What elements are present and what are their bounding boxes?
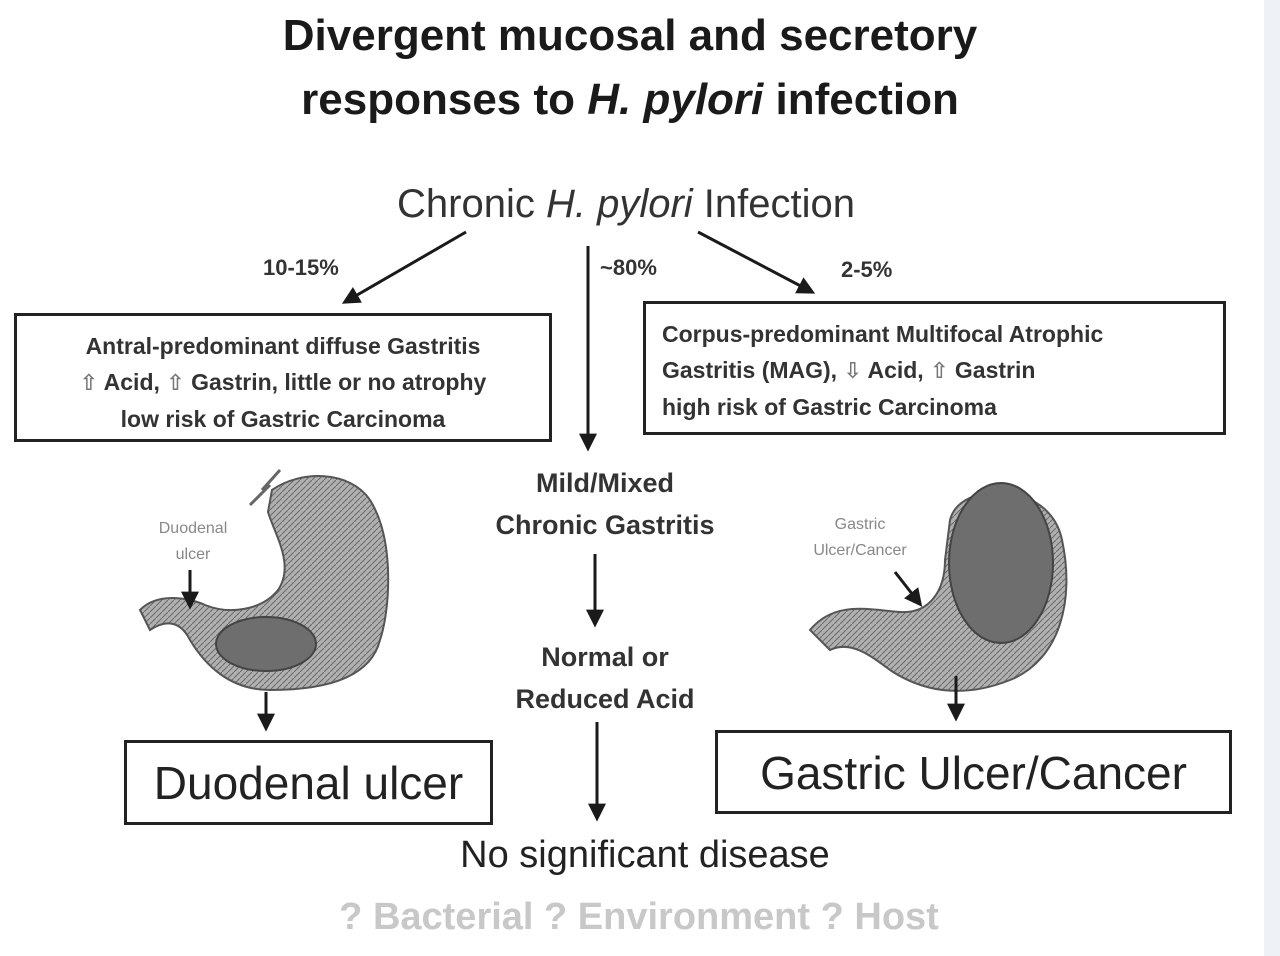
right-stomach-illustration <box>808 482 1068 722</box>
down-arrow-icon: ⇩ <box>843 358 862 383</box>
up-arrow-icon: ⇧ <box>79 370 99 395</box>
left-stomach-illustration <box>138 468 390 732</box>
corpus-box-line1: Corpus-predominant Multifocal Atrophic <box>662 321 1104 347</box>
no-disease-node: No significant disease <box>460 834 830 876</box>
duodenal-label-line2: ulcer <box>175 546 211 563</box>
gastritis-label: Gastritis (MAG), <box>662 357 838 383</box>
footer-factors: ? Bacterial ? Environment ? Host <box>339 896 939 938</box>
acid-node: Normal or Reduced Acid <box>440 636 770 720</box>
acid-line2: Reduced Acid <box>515 684 695 714</box>
gastrin-label: Gastrin, little or no atrophy <box>191 369 487 395</box>
antral-box-line3: low risk of Gastric Carcinoma <box>120 406 446 432</box>
arrow-to-antral <box>341 230 467 304</box>
acid-label: Acid, <box>867 357 924 383</box>
antral-gastritis-box: Antral-predominant diffuse Gastritis ⇧ A… <box>14 313 552 442</box>
acid-label: Acid, <box>103 369 160 395</box>
title-italic: H. pylori <box>587 75 764 124</box>
mild-gastritis-node: Mild/Mixed Chronic Gastritis <box>440 462 770 546</box>
duodenal-ulcer-label: Duodenal ulcer <box>128 516 258 568</box>
duodenal-ulcer-outcome: Duodenal ulcer <box>124 740 493 825</box>
mild-line2: Chronic Gastritis <box>495 510 715 540</box>
diagram-title-line2: responses to H. pylori infection <box>0 70 1260 130</box>
diagram-title-line1: Divergent mucosal and secretory <box>282 11 978 60</box>
middle-branch-percent: ~80% <box>600 255 657 280</box>
corpus-box-line3: high risk of Gastric Carcinoma <box>662 394 997 420</box>
gastric-ulcer-outcome: Gastric Ulcer/Cancer <box>715 730 1232 814</box>
title-text: responses to <box>301 75 588 124</box>
gastric-label-line1: Gastric <box>834 516 886 533</box>
arrow-to-corpus <box>697 230 816 294</box>
gastric-highlight <box>948 482 1054 644</box>
mild-line1: Mild/Mixed <box>535 468 674 498</box>
up-arrow-icon: ⇧ <box>930 358 949 383</box>
acid-line1: Normal or <box>541 642 669 672</box>
gastric-pointer <box>893 571 923 607</box>
root-text: Chronic <box>397 182 546 226</box>
corpus-gastritis-box: Corpus-predominant Multifocal Atrophic G… <box>643 301 1226 435</box>
right-edge-strip <box>1264 0 1280 956</box>
right-branch-percent: 2-5% <box>841 257 893 282</box>
antral-box-line2: ⇧ Acid, ⇧ Gastrin, little or no atrophy <box>17 364 549 401</box>
root-node: Chronic H. pylori Infection <box>0 182 1252 227</box>
duodenal-label-line1: Duodenal <box>158 520 228 537</box>
corpus-box-line2: Gastritis (MAG), ⇩ Acid, ⇧ Gastrin <box>662 352 1223 389</box>
antral-box-line1: Antral-predominant diffuse Gastritis <box>85 333 481 359</box>
left-branch-percent: 10-15% <box>263 255 339 280</box>
root-italic: H. pylori <box>545 182 693 226</box>
gastric-label-line2: Ulcer/Cancer <box>813 542 907 559</box>
gastric-ulcer-label: Gastric Ulcer/Cancer <box>780 512 940 564</box>
up-arrow-icon: ⇧ <box>166 370 185 395</box>
title-text-end: infection <box>763 75 959 124</box>
root-text-end: Infection <box>692 182 855 226</box>
gastrin-label: Gastrin <box>954 357 1036 383</box>
duodenal-highlight <box>215 616 317 672</box>
